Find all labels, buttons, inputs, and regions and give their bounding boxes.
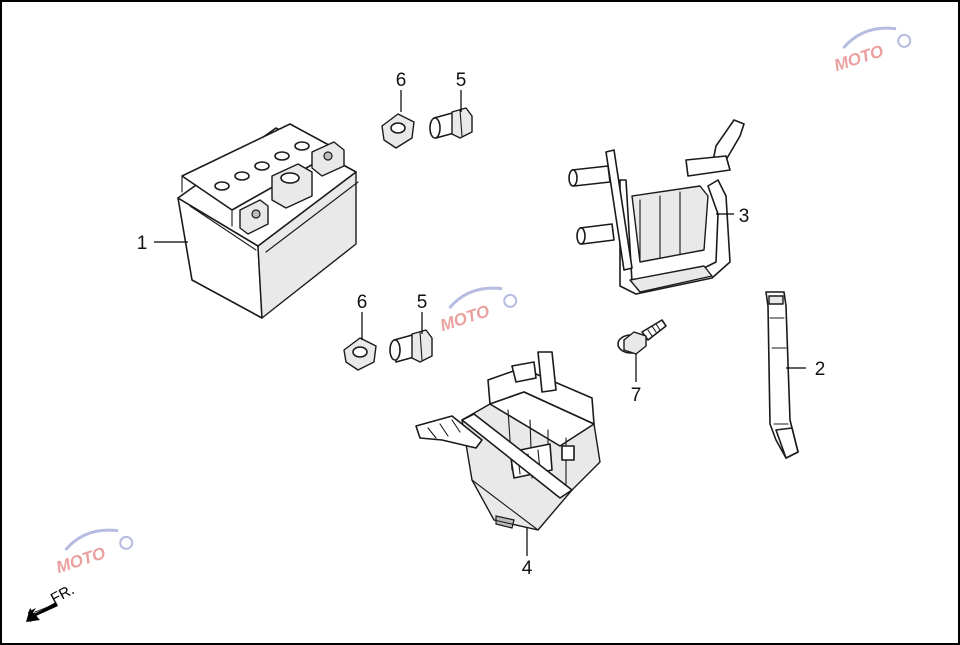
watermark-top-right: MOTO — [832, 26, 912, 75]
front-direction-marker: FR. — [26, 581, 77, 622]
watermark-text: MOTO — [54, 543, 108, 577]
bracket-base — [629, 265, 713, 293]
bracket-mount-upper — [571, 165, 611, 187]
tray-clip — [561, 445, 575, 461]
callout-2: 2 — [815, 359, 826, 380]
tray-front-lip — [461, 413, 573, 499]
battery-tray-part — [415, 351, 601, 531]
gear-icon — [503, 293, 518, 308]
callout-4: 4 — [522, 558, 533, 579]
bracket-upper-arm — [685, 155, 731, 177]
square-nut-lower — [343, 337, 377, 371]
collar-nut-upper — [429, 107, 473, 139]
strap-slot — [768, 295, 784, 305]
callout-3: 3 — [739, 206, 750, 227]
battery-bracket-part — [568, 119, 745, 295]
callout-6-upper: 6 — [396, 70, 407, 91]
collar-nut-lower — [389, 329, 433, 363]
front-label: FR. — [48, 581, 77, 607]
callout-7: 7 — [631, 385, 642, 406]
callout-6-lower: 6 — [357, 292, 368, 313]
watermark-bottom-left: MOTO — [54, 528, 134, 577]
watermark-center: MOTO — [438, 286, 518, 335]
callout-5-upper: 5 — [456, 70, 467, 91]
leader-lines — [154, 90, 806, 556]
watermark-text: MOTO — [438, 301, 492, 335]
bracket-rod — [605, 149, 633, 271]
battery-strap-part — [765, 291, 799, 459]
tray-hook — [511, 361, 537, 383]
battery-part — [177, 123, 359, 319]
strap-hook — [775, 427, 799, 459]
tray-fork-tabs — [415, 415, 483, 449]
bracket-inner-panel — [631, 185, 709, 263]
gear-icon — [119, 535, 134, 550]
square-nut-upper — [381, 113, 415, 149]
gear-icon — [897, 33, 912, 48]
tray-vertical-tab — [537, 351, 557, 393]
battery-vent-caps — [214, 141, 310, 191]
flange-bolt — [617, 319, 667, 355]
callout-1: 1 — [137, 233, 148, 254]
tray-opening — [489, 391, 595, 447]
watermark-text: MOTO — [832, 41, 886, 75]
callout-5-lower: 5 — [417, 292, 428, 313]
